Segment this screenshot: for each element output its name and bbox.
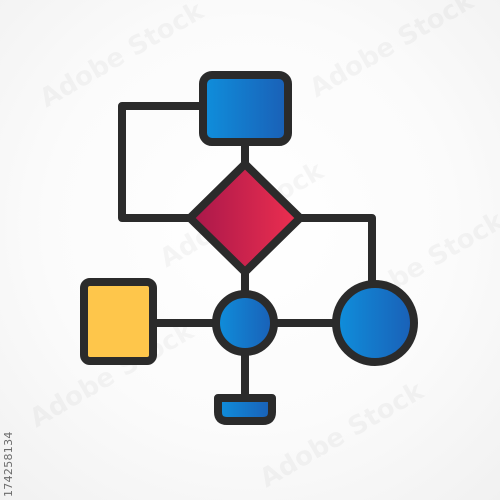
connector-lines bbox=[118, 102, 376, 402]
terminal-base bbox=[214, 394, 276, 425]
stock-id-label: 174258134 bbox=[2, 431, 15, 497]
decision-diamond bbox=[186, 160, 304, 276]
connector-decision-to-right bbox=[296, 214, 376, 290]
connector-circle-center bbox=[212, 290, 278, 356]
connector-loop-left bbox=[118, 102, 209, 222]
process-box-top bbox=[199, 71, 292, 146]
connector-circle-right bbox=[332, 280, 418, 366]
flowchart-nodes bbox=[80, 71, 418, 425]
process-box-left bbox=[80, 278, 157, 365]
